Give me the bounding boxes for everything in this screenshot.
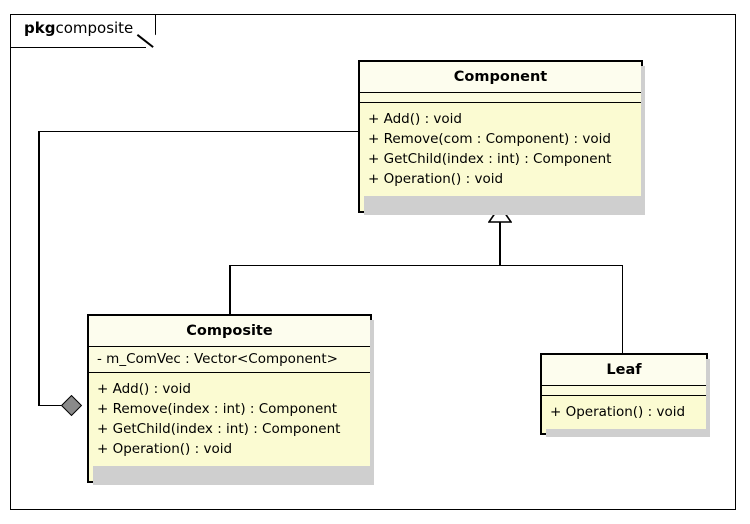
package-keyword: pkg [24, 19, 56, 37]
class-box-composite[interactable]: Composite - m_ComVec : Vector<Component>… [87, 314, 374, 485]
package-tab [10, 14, 156, 47]
class-attributes-component [360, 93, 641, 103]
aggregation-segment-left [38, 130, 40, 406]
class-operation: + GetChild(index : int) : Component [368, 151, 612, 167]
class-attributes-leaf [542, 386, 706, 396]
package-name: composite [55, 19, 134, 37]
class-operation: + Add() : void [97, 381, 191, 397]
package-tab-underline [10, 46, 146, 48]
generalization-branch-leaf [621, 264, 623, 355]
generalization-trunk [499, 213, 501, 265]
class-operation: + Operation() : void [97, 441, 233, 457]
package-label: pkgcomposite [24, 18, 133, 38]
class-operation: + Operation() : void [550, 404, 686, 420]
generalization-branch-composite [229, 264, 231, 316]
class-operation: + GetChild(index : int) : Component [97, 421, 341, 437]
generalization-tree-bar [229, 264, 623, 266]
class-operation: + Remove(index : int) : Component [97, 401, 338, 417]
class-title-composite: Composite [89, 316, 370, 347]
aggregation-segment-bottom [38, 404, 66, 406]
class-box-leaf[interactable]: Leaf + Operation() : void [540, 353, 710, 437]
aggregation-segment-top [38, 130, 360, 132]
class-attributes-composite: - m_ComVec : Vector<Component> [89, 347, 370, 373]
class-operations-leaf: + Operation() : void [542, 396, 706, 429]
class-title-leaf: Leaf [542, 355, 706, 386]
class-title-component: Component [360, 62, 641, 93]
class-box-component[interactable]: Component + Add() : void + Remove(com : … [358, 60, 645, 215]
class-operation: + Operation() : void [368, 171, 504, 187]
class-operations-composite: + Add() : void + Remove(index : int) : C… [89, 373, 370, 466]
class-operation: + Add() : void [368, 111, 462, 127]
class-operation: + Remove(com : Component) : void [368, 131, 611, 147]
package-frame [10, 14, 736, 510]
class-operations-component: + Add() : void + Remove(com : Component)… [360, 103, 641, 196]
class-attribute: - m_ComVec : Vector<Component> [97, 351, 338, 367]
